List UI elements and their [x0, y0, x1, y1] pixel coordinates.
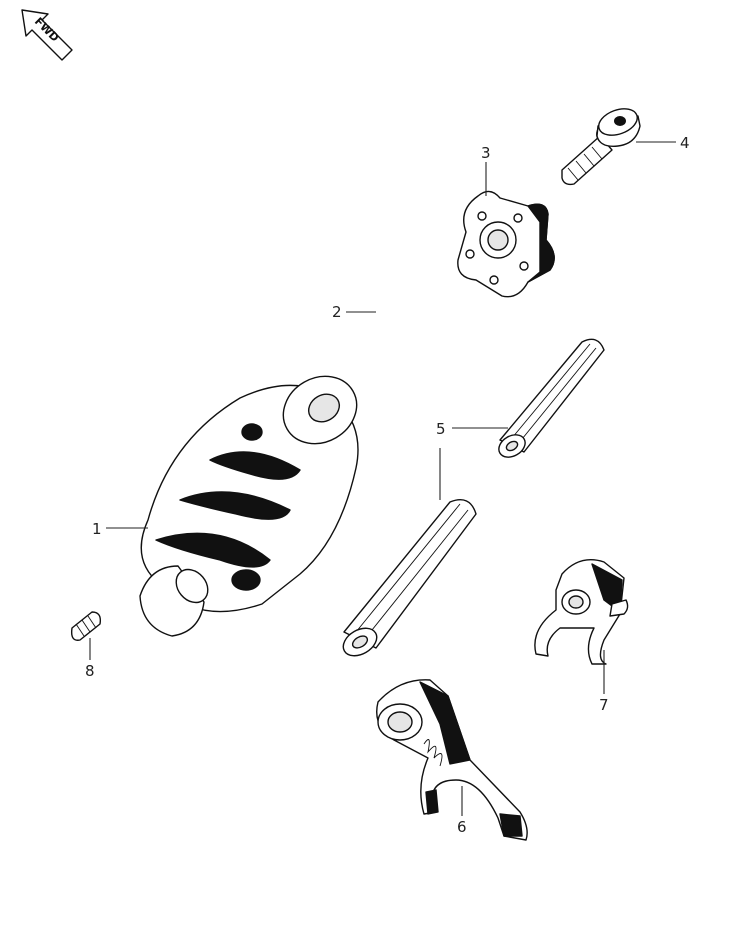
callout-3: 3 [481, 144, 491, 162]
callout-4: 4 [680, 134, 690, 152]
shift-drum-part [139, 375, 359, 637]
shaft-upper-part [498, 338, 605, 458]
dowel-part [70, 611, 102, 641]
callout-6: 6 [457, 818, 467, 836]
callout-5: 5 [436, 420, 446, 438]
pins-group [364, 308, 482, 404]
fork-large-part [376, 679, 528, 841]
fork-small-part [534, 559, 629, 665]
callout-1: 1 [92, 520, 102, 538]
callout-2: 2 [332, 303, 342, 321]
fwd-arrow-icon: FWD [21, 9, 73, 61]
callout-7: 7 [599, 696, 609, 714]
callout-8: 8 [85, 662, 95, 680]
bolt-part [561, 108, 641, 186]
shaft-lower-part [342, 499, 477, 657]
star-plate-part [457, 190, 555, 298]
